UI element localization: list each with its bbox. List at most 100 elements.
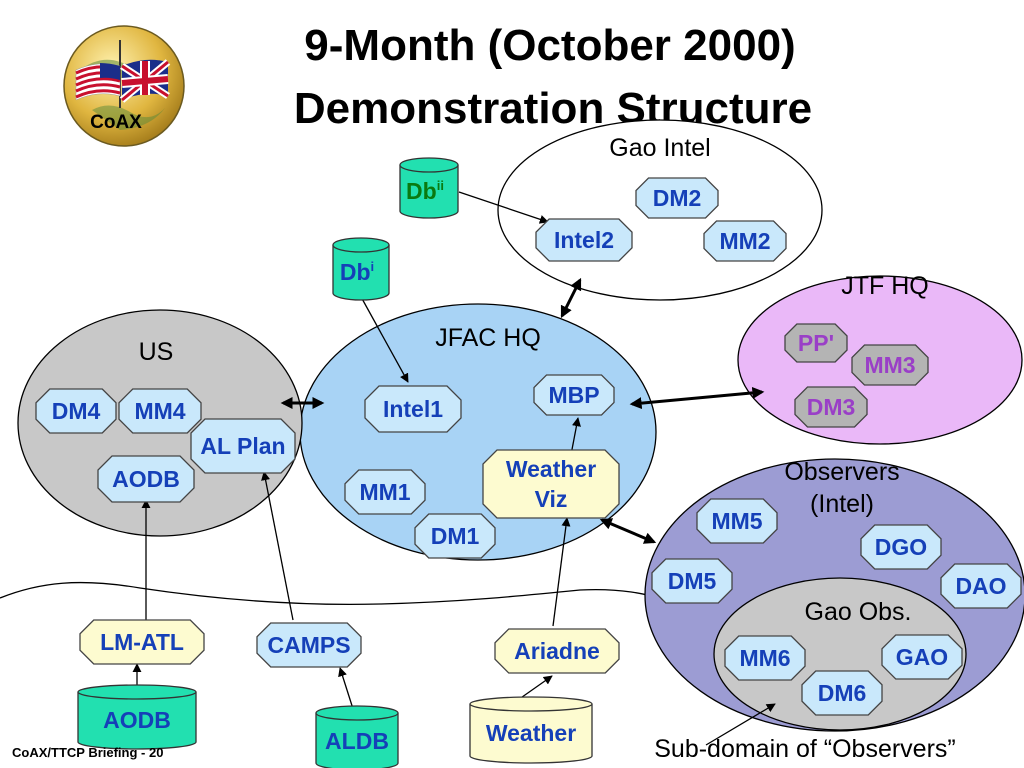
- node-dm4-label: DM4: [52, 398, 101, 424]
- node-intel1-label: Intel1: [383, 396, 443, 422]
- node-dm6: DM6: [801, 670, 883, 716]
- title-line-2: Demonstration Structure: [294, 84, 812, 133]
- db-i-label-sup: i: [371, 259, 375, 274]
- node-dm3: DM3: [794, 386, 868, 428]
- node-mm1: MM1: [344, 469, 426, 515]
- db-aldb-label: ALDB: [325, 728, 389, 754]
- node-mm3-label: MM3: [864, 352, 915, 378]
- coax-logo: CoAX: [63, 25, 185, 147]
- region-label-gao-obs: Gao Obs.: [805, 598, 912, 626]
- db-ii-top: [399, 157, 459, 173]
- node-dm1-shape: [414, 513, 496, 559]
- uk-flag-icon: [119, 59, 171, 103]
- node-mbp-label: MBP: [548, 382, 599, 408]
- node-mbp-shape: [533, 374, 615, 416]
- node-ariadne-label: Ariadne: [514, 638, 600, 664]
- node-camps-shape: [256, 622, 362, 668]
- node-mm6-shape: [724, 635, 806, 681]
- node-aodb-us-shape: [97, 455, 195, 503]
- node-dm3-label: DM3: [807, 394, 856, 420]
- node-pp-label: PP': [798, 330, 834, 356]
- node-mm5-label: MM5: [711, 508, 762, 534]
- db-aodb-body: [77, 692, 197, 750]
- db-i: Dbi: [332, 237, 390, 301]
- node-al-plan-shape: [190, 418, 296, 474]
- node-gao: GAO: [881, 634, 963, 680]
- region-label-gao-intel: Gao Intel: [609, 134, 710, 162]
- node-dm5-label: DM5: [668, 568, 717, 594]
- db-aodb: AODB: [77, 684, 197, 750]
- node-lm-atl-shape: [79, 619, 205, 665]
- node-dgo-shape: [860, 524, 942, 570]
- db-i-label-base: Db: [340, 259, 371, 285]
- node-dm1-label: DM1: [431, 523, 480, 549]
- db-weather-top: [469, 696, 593, 712]
- annotation-subdomain: Sub-domain of “Observers”: [654, 735, 956, 763]
- node-gao-shape: [881, 634, 963, 680]
- node-weather-viz-label-1: Weather: [506, 456, 596, 482]
- title-line-1: 9-Month (October 2000): [304, 21, 795, 70]
- node-mm1-label: MM1: [359, 479, 410, 505]
- node-mm6: MM6: [724, 635, 806, 681]
- node-aodb-us: AODB: [97, 455, 195, 503]
- region-label-jtf-hq: JTF HQ: [841, 272, 929, 300]
- connector-jfac-observers: [599, 518, 657, 544]
- connector-annotation-gaoobs: [705, 703, 776, 746]
- node-dm3-shape: [794, 386, 868, 428]
- node-mm2-label: MM2: [719, 228, 770, 254]
- node-intel1: Intel1: [364, 385, 462, 433]
- node-dm6-label: DM6: [818, 680, 867, 706]
- db-ii-label: Dbii: [406, 178, 444, 204]
- connector-ariadne-weatherviz: [552, 517, 571, 627]
- connector-dbi-intel1: [359, 294, 409, 383]
- node-dm4: DM4: [35, 388, 117, 434]
- node-intel2: Intel2: [535, 218, 633, 262]
- node-dao: DAO: [940, 563, 1022, 609]
- node-mm4-shape: [118, 388, 202, 434]
- node-mm6-label: MM6: [739, 645, 790, 671]
- db-ii: Dbii: [399, 157, 459, 219]
- node-lm-atl-label: LM-ATL: [100, 629, 184, 655]
- node-aodb-us-label: AODB: [112, 466, 180, 492]
- db-aodb-label: AODB: [103, 707, 171, 733]
- db-i-top: [332, 237, 390, 253]
- connector-jfac-jtf: [629, 386, 765, 410]
- node-pp: PP': [784, 323, 848, 363]
- db-ii-label-base: Db: [406, 178, 437, 204]
- db-i-body: [332, 245, 390, 301]
- logo-text: CoAX: [90, 112, 142, 133]
- connector-jfac-gaointel: [560, 277, 582, 319]
- node-camps: CAMPS: [256, 622, 362, 668]
- footer-text: CoAX/TTCP Briefing - 20: [12, 745, 163, 760]
- db-aldb-top: [315, 705, 399, 721]
- node-dm5: DM5: [651, 558, 733, 604]
- node-intel2-shape: [535, 218, 633, 262]
- node-mm5: MM5: [696, 498, 778, 544]
- connector-aldb-camps: [338, 667, 355, 713]
- node-dm4-shape: [35, 388, 117, 434]
- db-ii-body: [399, 165, 459, 219]
- node-pp-shape: [784, 323, 848, 363]
- node-mm4: MM4: [118, 388, 202, 434]
- node-lm-atl: LM-ATL: [79, 619, 205, 665]
- node-mm3: MM3: [851, 344, 929, 386]
- node-mm3-shape: [851, 344, 929, 386]
- node-weather-viz-shape: [482, 449, 620, 519]
- db-weather-body: [469, 704, 593, 764]
- db-aldb: ALDB: [315, 705, 399, 768]
- db-aldb-body: [315, 713, 399, 768]
- region-label-observers-1: Observers: [784, 458, 899, 486]
- node-dm2-label: DM2: [653, 185, 702, 211]
- node-intel1-shape: [364, 385, 462, 433]
- db-weather-label: Weather: [486, 720, 576, 746]
- region-gao-obs: [713, 577, 967, 731]
- node-mm4-label: MM4: [134, 398, 185, 424]
- node-mm2-shape: [703, 220, 787, 262]
- db-i-label: Dbi: [340, 259, 374, 285]
- region-label-jfac-hq: JFAC HQ: [435, 324, 541, 352]
- connector-dbii-intel2: [458, 191, 549, 224]
- node-mm5-shape: [696, 498, 778, 544]
- node-al-plan-label: AL Plan: [200, 433, 285, 459]
- node-gao-label: GAO: [896, 644, 948, 670]
